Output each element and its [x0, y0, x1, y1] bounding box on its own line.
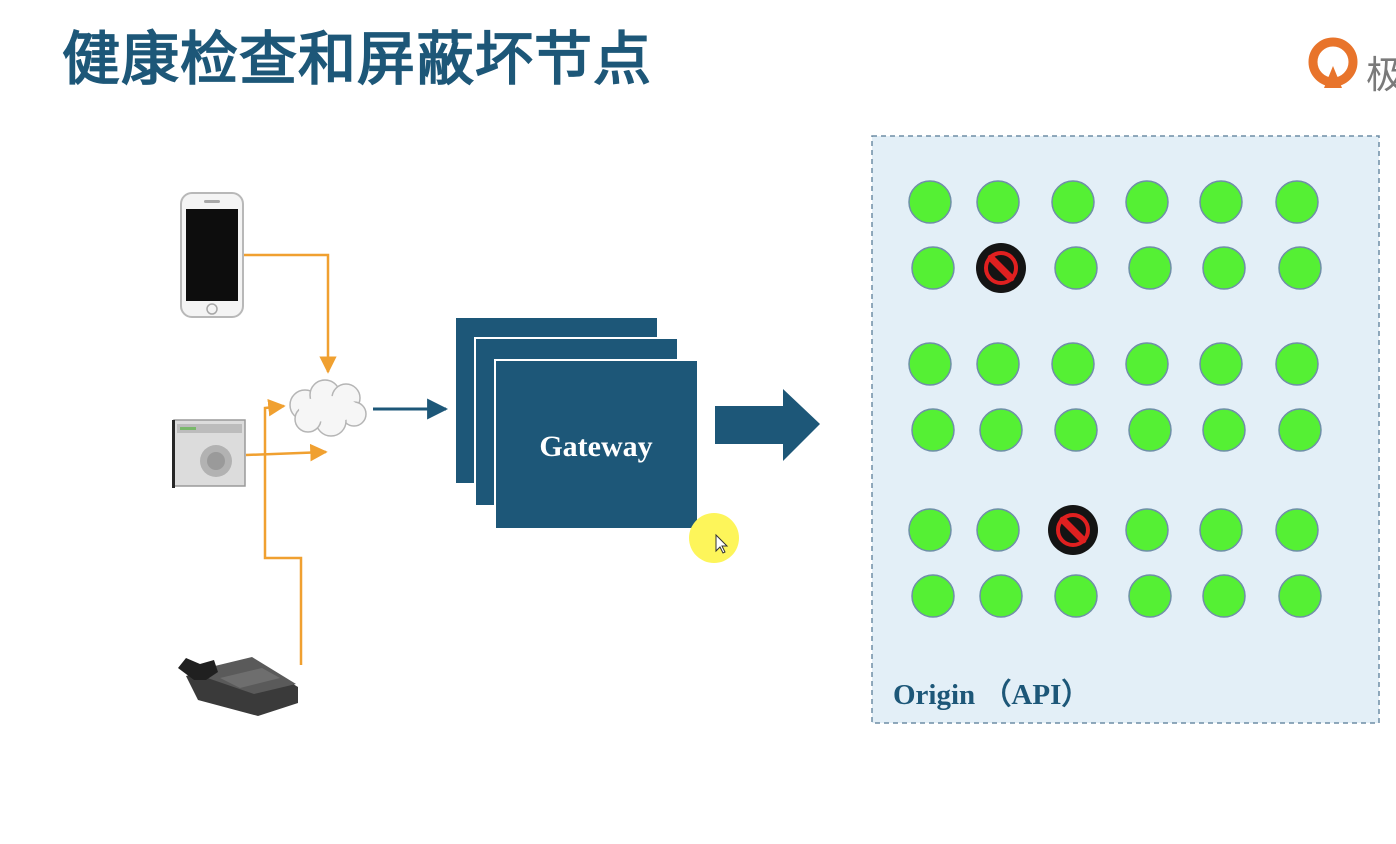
- healthy-node: [1125, 508, 1169, 552]
- blocked-icon: [1056, 513, 1090, 547]
- healthy-node: [911, 246, 955, 290]
- healthy-node: [1051, 180, 1095, 224]
- smartphone-icon: [180, 192, 244, 318]
- cloud-icon: [289, 379, 367, 437]
- healthy-node: [1278, 408, 1322, 452]
- origin-node-grid: [908, 180, 1322, 618]
- healthy-node: [1054, 408, 1098, 452]
- healthy-node: [979, 574, 1023, 618]
- logo-icon: [1308, 37, 1358, 88]
- gateway-label: Gateway: [539, 430, 652, 463]
- healthy-node: [908, 180, 952, 224]
- healthy-node: [911, 408, 955, 452]
- healthy-node: [908, 342, 952, 386]
- gateway-stack: Gateway: [454, 316, 699, 530]
- origin-label: Origin （API）: [893, 678, 1090, 711]
- mouse-pointer-icon: [715, 533, 729, 554]
- browser-icon: [172, 419, 246, 488]
- healthy-node: [1275, 342, 1319, 386]
- cursor-highlight: [689, 513, 739, 563]
- healthy-node: [979, 408, 1023, 452]
- healthy-node: [1202, 408, 1246, 452]
- healthy-node: [976, 508, 1020, 552]
- healthy-node: [1199, 180, 1243, 224]
- healthy-node: [1202, 246, 1246, 290]
- healthy-node: [1051, 342, 1095, 386]
- healthy-node: [1128, 408, 1172, 452]
- blocked-node: [976, 243, 1026, 293]
- blocked-icon: [984, 251, 1018, 285]
- browser-connector: [245, 443, 328, 462]
- healthy-node: [911, 574, 955, 618]
- gateway-front-card: [494, 359, 699, 530]
- client-connectors: [242, 253, 337, 665]
- game-console-icon: [178, 657, 298, 716]
- healthy-node: [1125, 342, 1169, 386]
- console-connector: [263, 398, 303, 665]
- healthy-node: [1054, 246, 1098, 290]
- phone-connector: [242, 253, 337, 374]
- healthy-node: [976, 342, 1020, 386]
- healthy-node: [908, 508, 952, 552]
- healthy-node: [1128, 574, 1172, 618]
- healthy-node: [1275, 180, 1319, 224]
- healthy-node: [1199, 342, 1243, 386]
- healthy-node: [1128, 246, 1172, 290]
- healthy-node: [1275, 508, 1319, 552]
- healthy-node: [1125, 180, 1169, 224]
- logo-text: 极: [1366, 53, 1396, 97]
- healthy-node: [1202, 574, 1246, 618]
- blocked-node: [1048, 505, 1098, 555]
- healthy-node: [1278, 574, 1322, 618]
- healthy-node: [976, 180, 1020, 224]
- healthy-node: [1054, 574, 1098, 618]
- slide-title: 健康检查和屏蔽坏节点: [62, 25, 653, 93]
- healthy-node: [1278, 246, 1322, 290]
- healthy-node: [1199, 508, 1243, 552]
- gateway-to-origin-arrow: [715, 389, 820, 461]
